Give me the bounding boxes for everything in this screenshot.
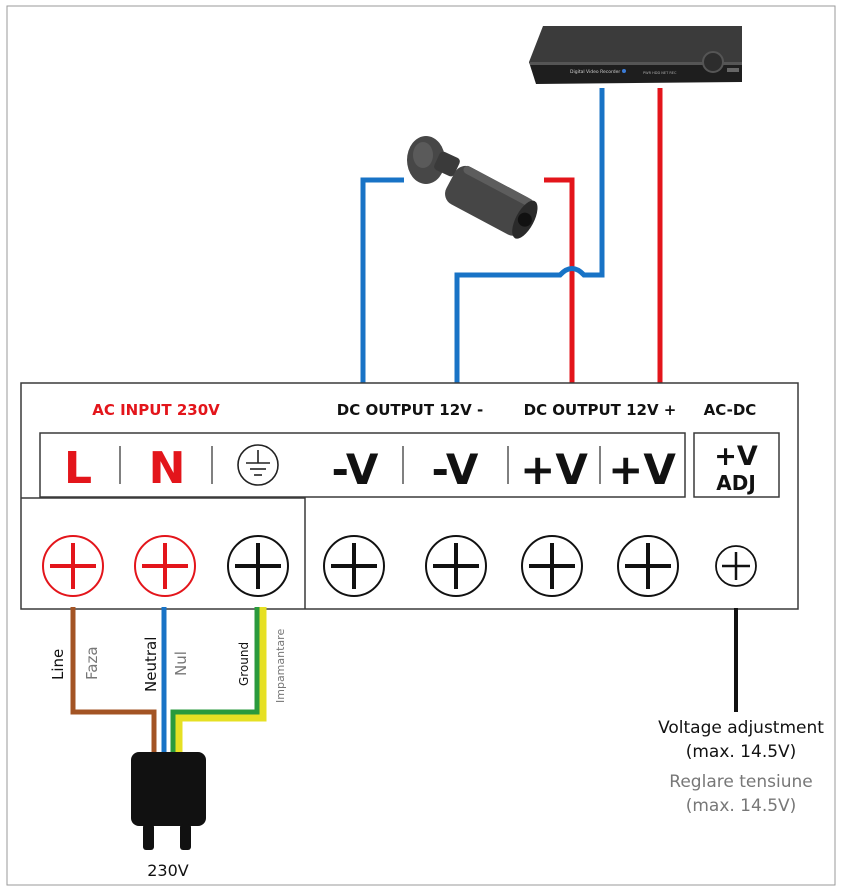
adjustment-ro-line1: Reglare tensiune [669,772,812,792]
plug-voltage-label: 230V [147,861,189,880]
terminal-label-neutral: N [149,443,186,494]
adjustment-en-line1: Voltage adjustment [658,718,824,738]
terminal-label-strip [39,432,686,498]
svg-text:PWR HDD NET REC: PWR HDD NET REC [643,71,677,75]
dvr-negative-wire [454,88,605,383]
section-dc-minus: DC OUTPUT 12V - [337,401,483,419]
adj-label-bottom: ADJ [716,471,756,495]
ground-wire-green [170,607,260,755]
wire-label-line: Line [49,649,67,680]
adj-label-box [693,432,780,498]
terminal-minus-2 [425,535,487,597]
adjustment-en-line2: (max. 14.5V) [686,742,797,762]
camera-negative-wire [360,177,404,383]
wire-label-ground: Ground [237,642,251,686]
adjustment-ro-line2: (max. 14.5V) [686,796,797,816]
wire-label-nul: Nul [172,651,190,676]
ac-wires [70,607,267,755]
terminal-label-minus-1: -V [332,445,379,494]
camera-dvr-wires [360,88,663,383]
terminal-label-minus-2: -V [432,445,479,494]
terminal-line [42,535,104,597]
outer-frame [6,5,836,886]
wire-label-neutral: Neutral [142,637,160,692]
dvr-label: Digital Video Recorder [570,69,620,75]
line-wire [70,607,157,755]
terminal-label-plus-1: +V [520,445,588,494]
camera-icon [407,136,538,239]
section-dc-plus: DC OUTPUT 12V + [524,401,677,419]
section-ac-input: AC INPUT 230V [92,401,220,419]
adj-label-top: +V [714,441,758,472]
wire-label-impamantare: Impamantare [274,629,287,703]
dvr-device: Digital Video Recorder PWR HDD NET REC [529,26,742,84]
power-supply: AC INPUT 230V DC OUTPUT 12V - DC OUTPUT … [20,382,799,610]
terminal-label-plus-2: +V [608,445,676,494]
camera-positive-wire [544,177,575,383]
terminal-minus-1 [323,535,385,597]
section-acdc: AC-DC [704,401,757,419]
terminal-neutral [134,535,196,597]
ground-wire-yellow [175,607,267,755]
ground-symbol-icon [237,444,279,486]
wire-label-faza: Faza [83,646,101,680]
plug-icon [131,752,206,850]
terminal-adjust [715,545,757,587]
terminal-label-line: L [64,443,92,494]
terminal-plus-1 [521,535,583,597]
terminal-ground [227,535,289,597]
terminal-plus-2 [617,535,679,597]
